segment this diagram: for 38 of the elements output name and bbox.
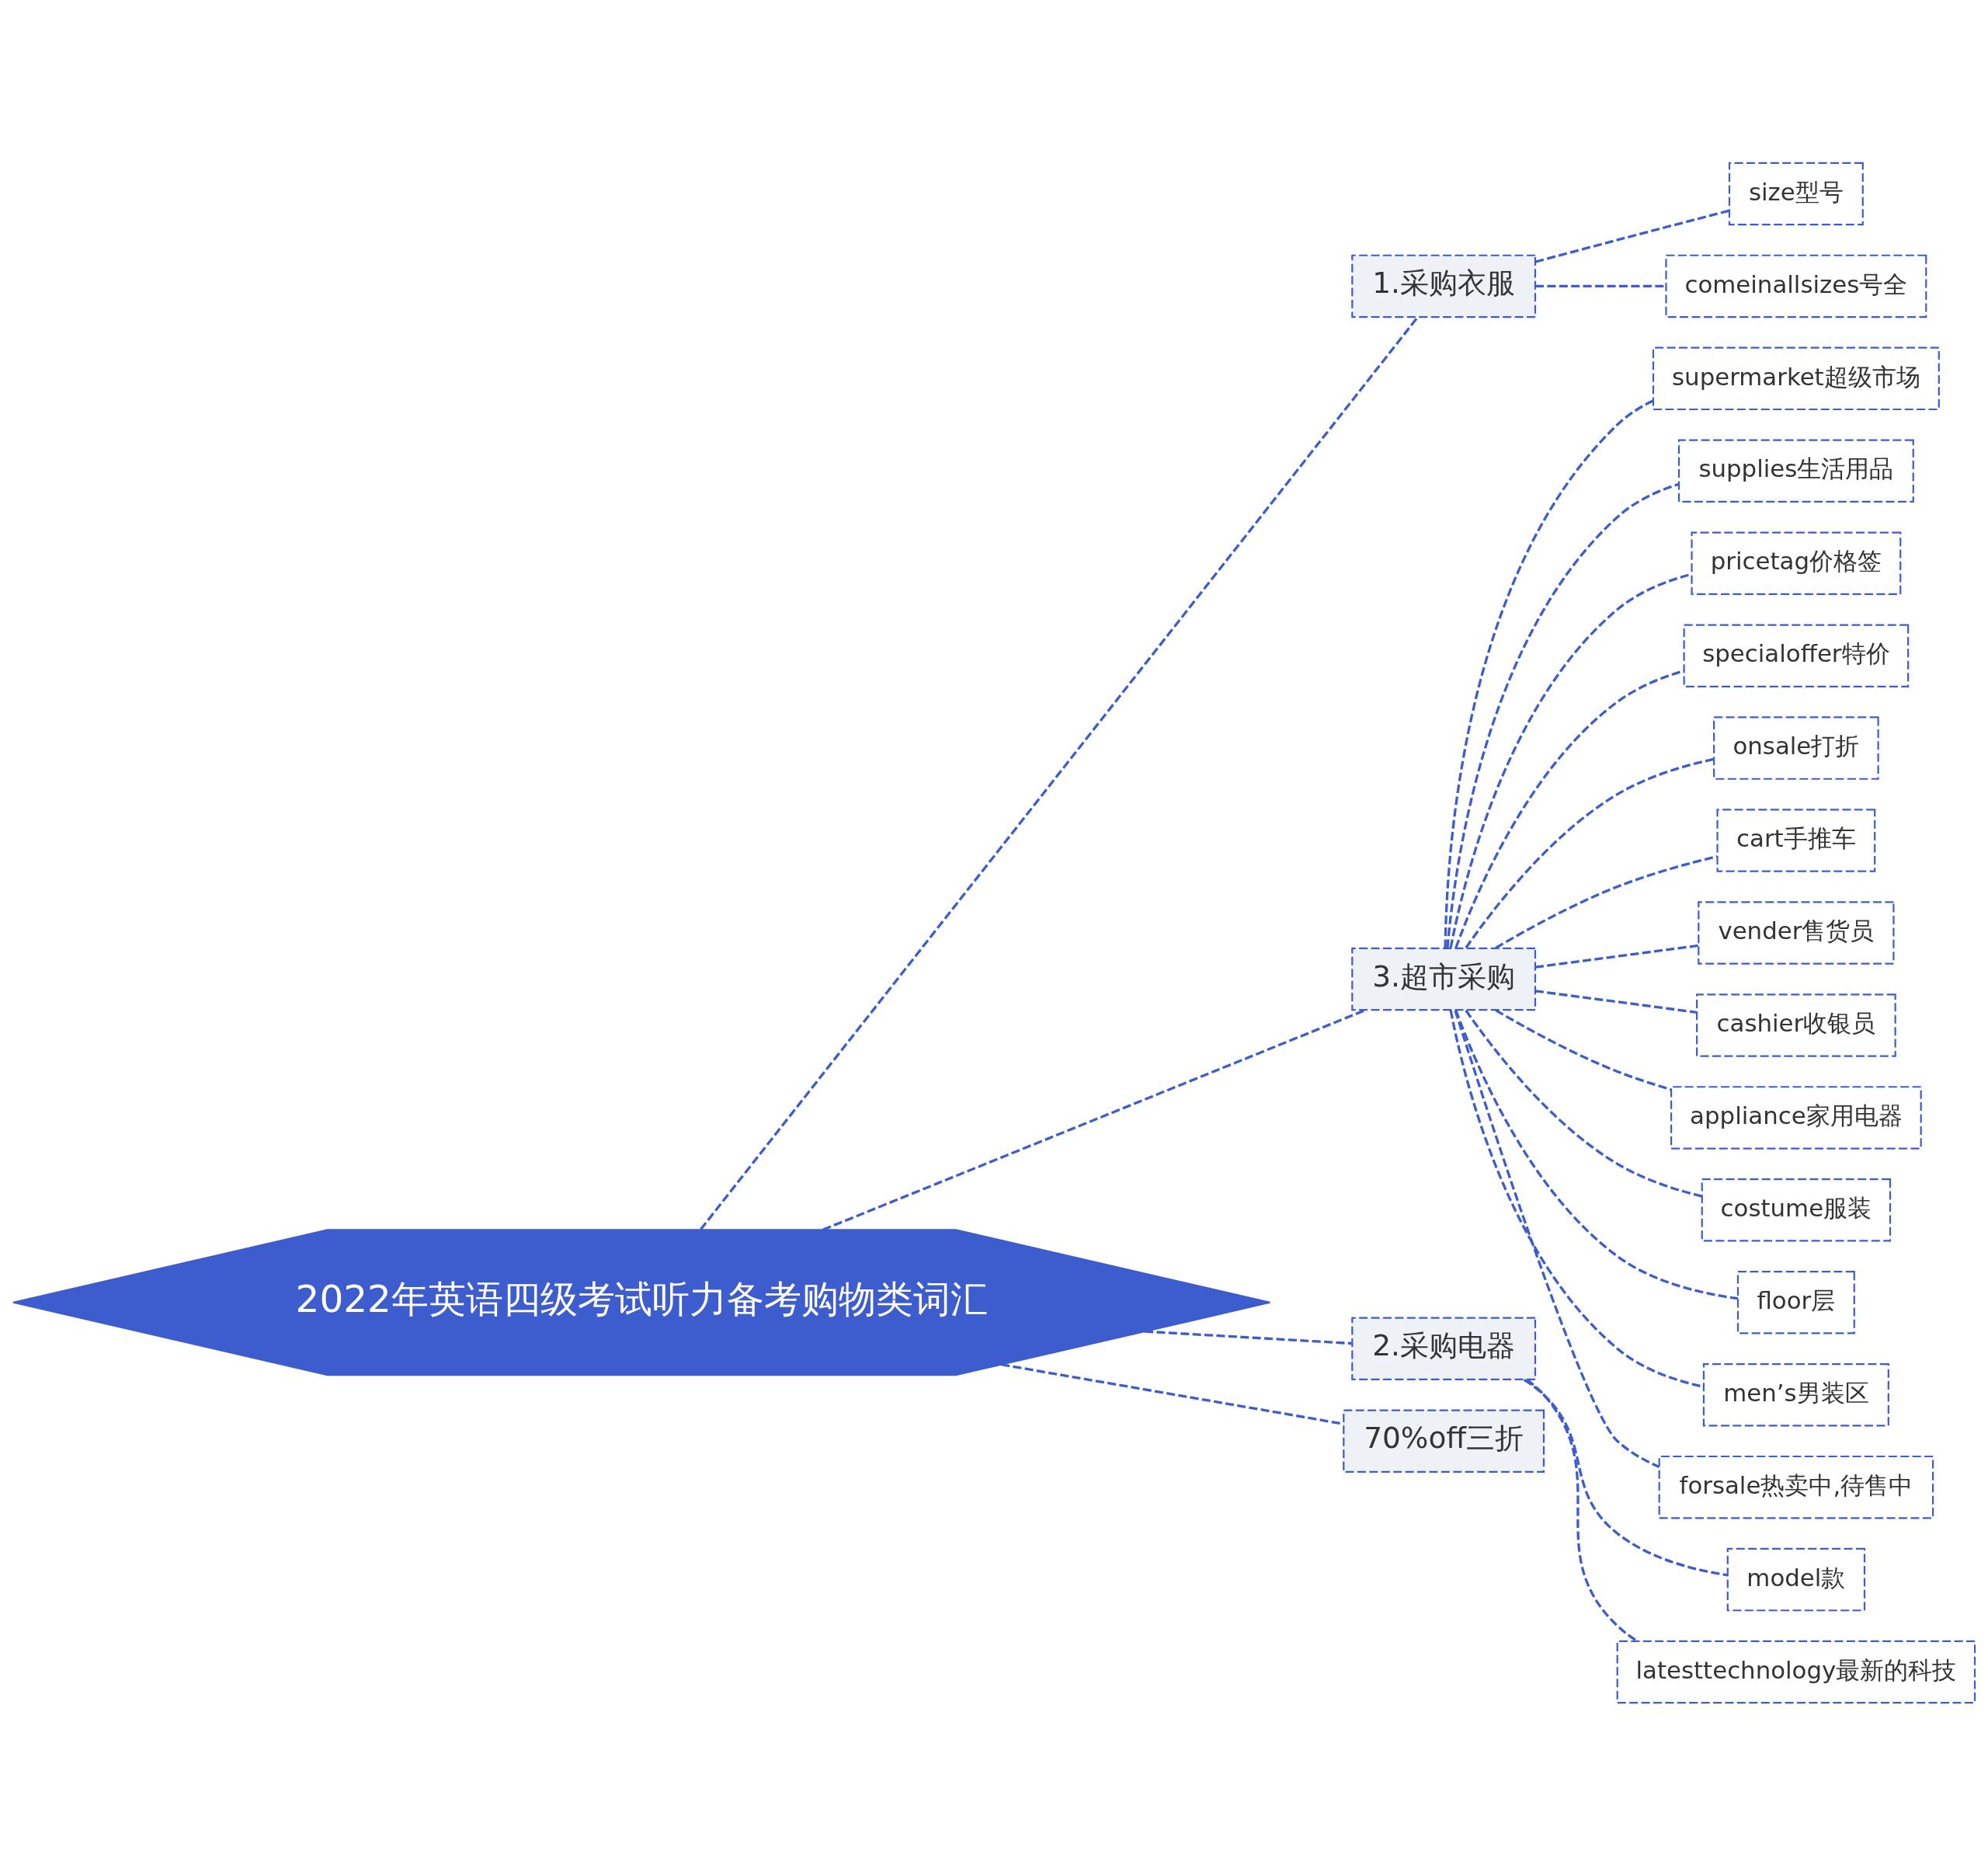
node-box: floor层 <box>1736 1270 1855 1334</box>
node-box: model款 <box>1726 1547 1866 1611</box>
node-box: cart手推车 <box>1716 808 1876 872</box>
node-box: specialoffer特价 <box>1683 623 1910 687</box>
node-box: comeinallsizes号全 <box>1665 254 1927 318</box>
connector <box>1449 1009 1705 1388</box>
connector <box>1495 1008 1671 1091</box>
connector <box>1465 1009 1702 1198</box>
node-box: cashier收银员 <box>1696 993 1896 1057</box>
connector <box>1495 854 1718 949</box>
connector <box>1454 1009 1660 1468</box>
connector <box>1465 757 1715 948</box>
connector <box>1455 669 1684 948</box>
connector <box>1523 1378 1728 1576</box>
node-box: forsale热卖中,待售中 <box>1658 1455 1934 1519</box>
node-box: men’s男装区 <box>1702 1362 1889 1426</box>
connector <box>822 1008 1367 1231</box>
node-box: 3.超市采购 <box>1351 947 1537 1011</box>
node-box: onsale打折 <box>1713 715 1879 780</box>
node-box: 1.采购衣服 <box>1351 254 1537 318</box>
node-box: supplies生活用品 <box>1677 439 1914 503</box>
connector <box>1534 989 1698 1014</box>
node-box: size型号 <box>1728 162 1864 225</box>
node-box: pricetag价格签 <box>1691 531 1902 595</box>
connector <box>1444 399 1654 948</box>
connector <box>1144 1329 1352 1345</box>
node-box: supermarket超级市场 <box>1652 346 1940 410</box>
node-box: appliance家用电器 <box>1670 1085 1922 1150</box>
connector <box>1446 482 1680 948</box>
node-box: vender售货员 <box>1698 900 1895 965</box>
node-box: latesttechnology最新的科技 <box>1616 1640 1976 1703</box>
connector <box>1534 209 1729 263</box>
connector <box>1534 944 1698 969</box>
connector <box>1526 1378 1638 1642</box>
node-box: 70%off三折 <box>1343 1408 1545 1473</box>
node-box: 2.采购电器 <box>1351 1317 1537 1380</box>
node-box: costume服装 <box>1701 1178 1892 1242</box>
connector <box>1455 1009 1739 1300</box>
